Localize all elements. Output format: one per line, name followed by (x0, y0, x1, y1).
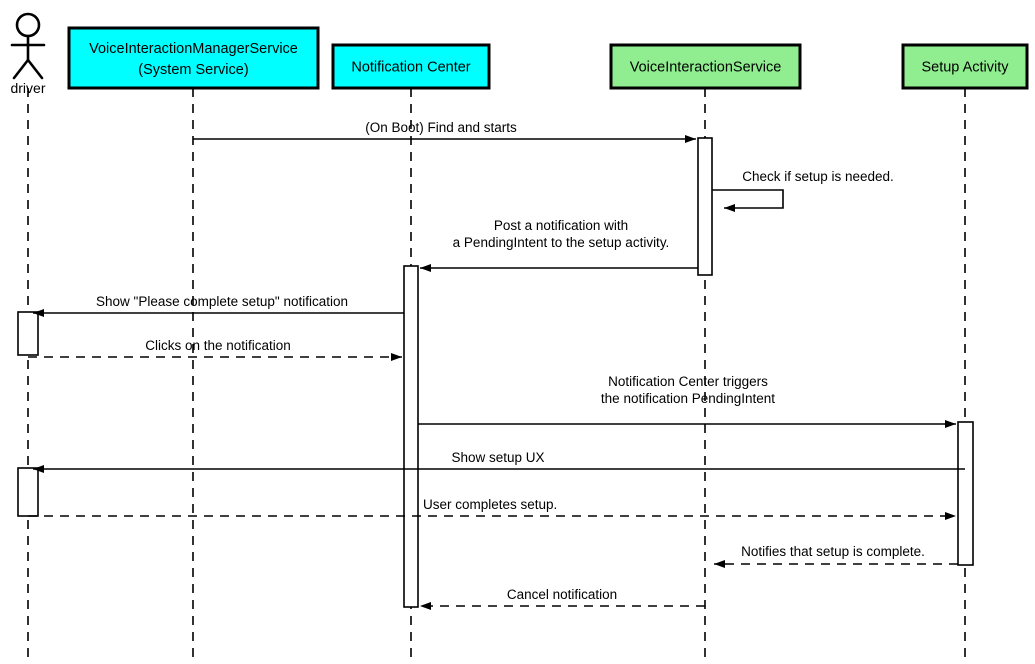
participant-vims[interactable]: VoiceInteractionManagerService (System Se… (67, 26, 320, 90)
activation-bar-driver (17, 311, 39, 356)
activation-bar-vis (697, 137, 713, 276)
activation-bar-setup_activity (957, 421, 974, 566)
participant-box-setup_activity[interactable] (901, 43, 1029, 90)
message-label: (On Boot) Find and starts (365, 120, 517, 135)
actor-head-icon (15, 12, 41, 38)
participant-box-notification_center[interactable] (331, 43, 491, 90)
activation-bar-driver (17, 467, 39, 517)
message-line-self (712, 189, 784, 212)
message-msg-7[interactable]: Show setup UX (33, 450, 965, 473)
message-msg-10[interactable]: Cancel notification (420, 587, 705, 610)
actor-leg-right-icon (26, 58, 44, 80)
message-label: Cancel notification (507, 587, 617, 602)
message-msg-9[interactable]: Notifies that setup is complete. (714, 544, 958, 568)
message-msg-2[interactable]: Check if setup is needed. (712, 169, 894, 212)
message-label: Clicks on the notification (145, 338, 291, 353)
participants-group: driver VoiceInteractionManagerService (Sys… (10, 12, 1029, 96)
participant-box-vims[interactable] (67, 26, 320, 90)
activation-bar-notification_center (403, 265, 419, 608)
message-label: Check if setup is needed. (742, 169, 894, 184)
participant-label-setup_activity: Setup Activity (921, 59, 1009, 75)
message-label: Notifies that setup is complete. (741, 544, 925, 559)
message-label: a PendingIntent to the setup activity. (453, 235, 670, 250)
message-label: the notification PendingIntent (601, 391, 775, 406)
participant-vis[interactable]: VoiceInteractionService (609, 43, 802, 90)
message-msg-3[interactable]: Post a notification with a PendingIntent … (420, 218, 698, 272)
participant-label-vims: VoiceInteractionManagerService (89, 41, 298, 57)
message-label: User completes setup. (423, 497, 557, 512)
message-msg-1[interactable]: (On Boot) Find and starts (193, 120, 696, 143)
participant-box-vis[interactable] (609, 43, 802, 90)
participant-setup_activity[interactable]: Setup Activity (901, 43, 1029, 90)
participant-notification_center[interactable]: Notification Center (331, 43, 491, 90)
participant-sublabel-vims: (System Service) (138, 62, 248, 78)
message-label: Notification Center triggers (608, 374, 768, 389)
actor-leg-left-icon (12, 58, 30, 80)
message-msg-6[interactable]: Notification Center triggers the notifica… (418, 374, 956, 428)
activations-group (17, 137, 974, 608)
actor-driver[interactable]: driver (10, 12, 46, 96)
message-msg-8[interactable]: User completes setup. (28, 497, 956, 520)
message-label: Show "Please complete setup" notificatio… (96, 294, 348, 309)
message-label: Post a notification with (494, 218, 628, 233)
message-label: Show setup UX (451, 450, 544, 465)
participant-label-vis: VoiceInteractionService (630, 59, 782, 75)
actor-label-driver: driver (10, 80, 45, 96)
message-msg-4[interactable]: Show "Please complete setup" notificatio… (33, 294, 404, 317)
participant-label-notification_center: Notification Center (351, 59, 470, 75)
message-msg-5[interactable]: Clicks on the notification (28, 338, 402, 361)
